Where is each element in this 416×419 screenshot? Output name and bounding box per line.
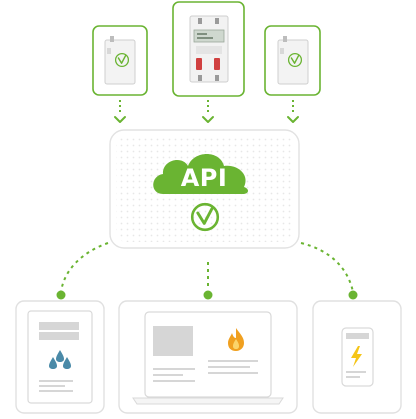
toggle-switch-right xyxy=(214,58,220,70)
water-drops-icon xyxy=(49,350,71,369)
device-to-api-connectors xyxy=(114,100,299,123)
meter-display-icon xyxy=(193,29,225,43)
lightning-icon xyxy=(351,346,362,367)
device-meter-left xyxy=(92,25,148,96)
toggle-switch-left xyxy=(196,58,202,70)
flame-icon xyxy=(228,328,244,351)
cloud-icon xyxy=(153,154,249,194)
device-energy-meter-center xyxy=(172,1,245,97)
api-label: API xyxy=(181,164,228,192)
client-laptop-gas xyxy=(118,300,298,414)
api-to-clients-connectors xyxy=(56,242,358,300)
arrow-down-icon xyxy=(114,116,126,123)
device-meter-right xyxy=(264,25,321,96)
arrow-down-icon xyxy=(202,116,214,123)
client-phone-electricity xyxy=(312,300,402,414)
api-hub: API xyxy=(109,129,300,249)
client-tablet-water xyxy=(15,300,105,414)
arrow-down-icon xyxy=(287,116,299,123)
